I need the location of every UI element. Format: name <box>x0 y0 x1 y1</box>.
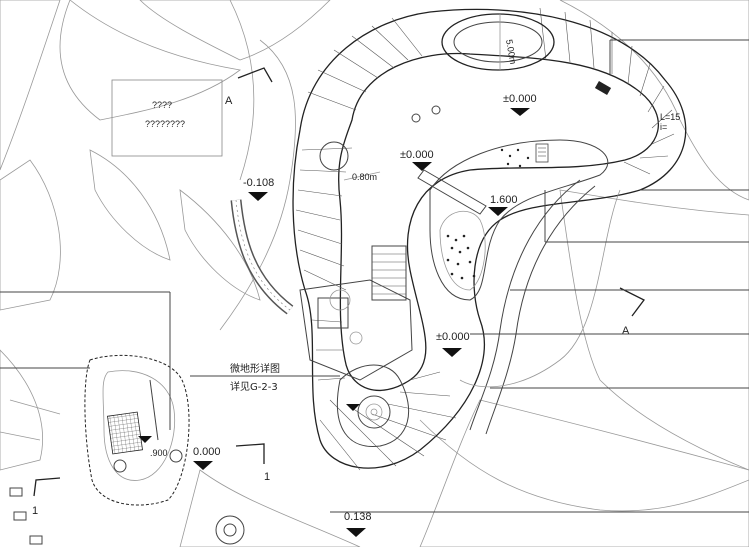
elevation-label-ramp: 1.600 <box>490 194 518 206</box>
section-mark-1-right: 1 <box>235 443 270 483</box>
slope-label: i= <box>660 122 667 132</box>
section-mark-a-left: A <box>225 67 273 107</box>
length-label: L=15 <box>660 112 680 122</box>
section-label-a-left: A <box>225 95 233 107</box>
section-label-a-right: A <box>622 325 630 337</box>
placeholder-box: ???? ???????? <box>111 79 223 157</box>
elevation-marker-mid: ±0.000 <box>400 149 434 171</box>
triangle-plaza <box>336 364 410 447</box>
dim-annotation: 0.80m <box>343 171 381 182</box>
elevation-marker-ramp: 1.600 <box>488 194 518 216</box>
inner-terrace <box>429 139 609 301</box>
section-label-1-left: 1 <box>32 505 38 517</box>
section-mark-1-left: 1 <box>32 477 61 517</box>
round-feature <box>215 515 245 545</box>
elevation-marker-bottom: 0.138 <box>344 511 372 537</box>
dim-small-label: 0.80m <box>352 172 377 182</box>
elevation-label-center: ±0.000 <box>436 331 470 343</box>
boardwalk-planks <box>295 7 675 471</box>
elevation-marker-mound <box>138 436 152 443</box>
elevation-label-lower: 0.000 <box>193 446 221 458</box>
elevation-label-mid: ±0.000 <box>400 149 434 161</box>
callout-ref: 详见G-2-3 <box>230 380 278 393</box>
ramp <box>417 169 487 215</box>
detail-callout: 微地形详图 详见G-2-3 <box>230 362 280 393</box>
elevation-label-bottom: 0.138 <box>344 511 372 523</box>
section-label-1-right: 1 <box>264 471 270 483</box>
slope-annotation: L=15 i= <box>594 81 680 132</box>
section-mark-a-right: A <box>619 287 645 337</box>
slide-tube <box>230 199 294 315</box>
elevation-label-mound: .900 <box>150 448 168 458</box>
dim-vertical: 5.00m <box>504 39 518 65</box>
elevation-marker-top: ±0.000 <box>503 93 537 116</box>
elevation-marker-lower: 0.000 <box>193 446 221 470</box>
placeholder-line2: ???????? <box>145 119 185 129</box>
elevation-marker-left: -0.108 <box>243 177 274 201</box>
right-path <box>459 179 621 435</box>
elevation-label-left: -0.108 <box>243 177 274 189</box>
elevation-marker-plaza <box>346 404 360 411</box>
planting-dots <box>446 148 530 280</box>
site-furniture-left <box>9 105 441 545</box>
central-deck <box>299 245 413 381</box>
leader-lines <box>0 39 749 513</box>
circle-plaza <box>319 141 349 171</box>
elevation-label-top: ±0.000 <box>503 93 537 105</box>
boardwalk-loop <box>292 7 687 471</box>
mound-area: .900 <box>84 354 190 506</box>
oval-pavilion: 5.00m <box>441 13 555 71</box>
elevation-marker-center: ±0.000 <box>436 331 470 357</box>
callout-title: 微地形详图 <box>230 362 280 375</box>
placeholder-line1: ???? <box>152 100 172 110</box>
